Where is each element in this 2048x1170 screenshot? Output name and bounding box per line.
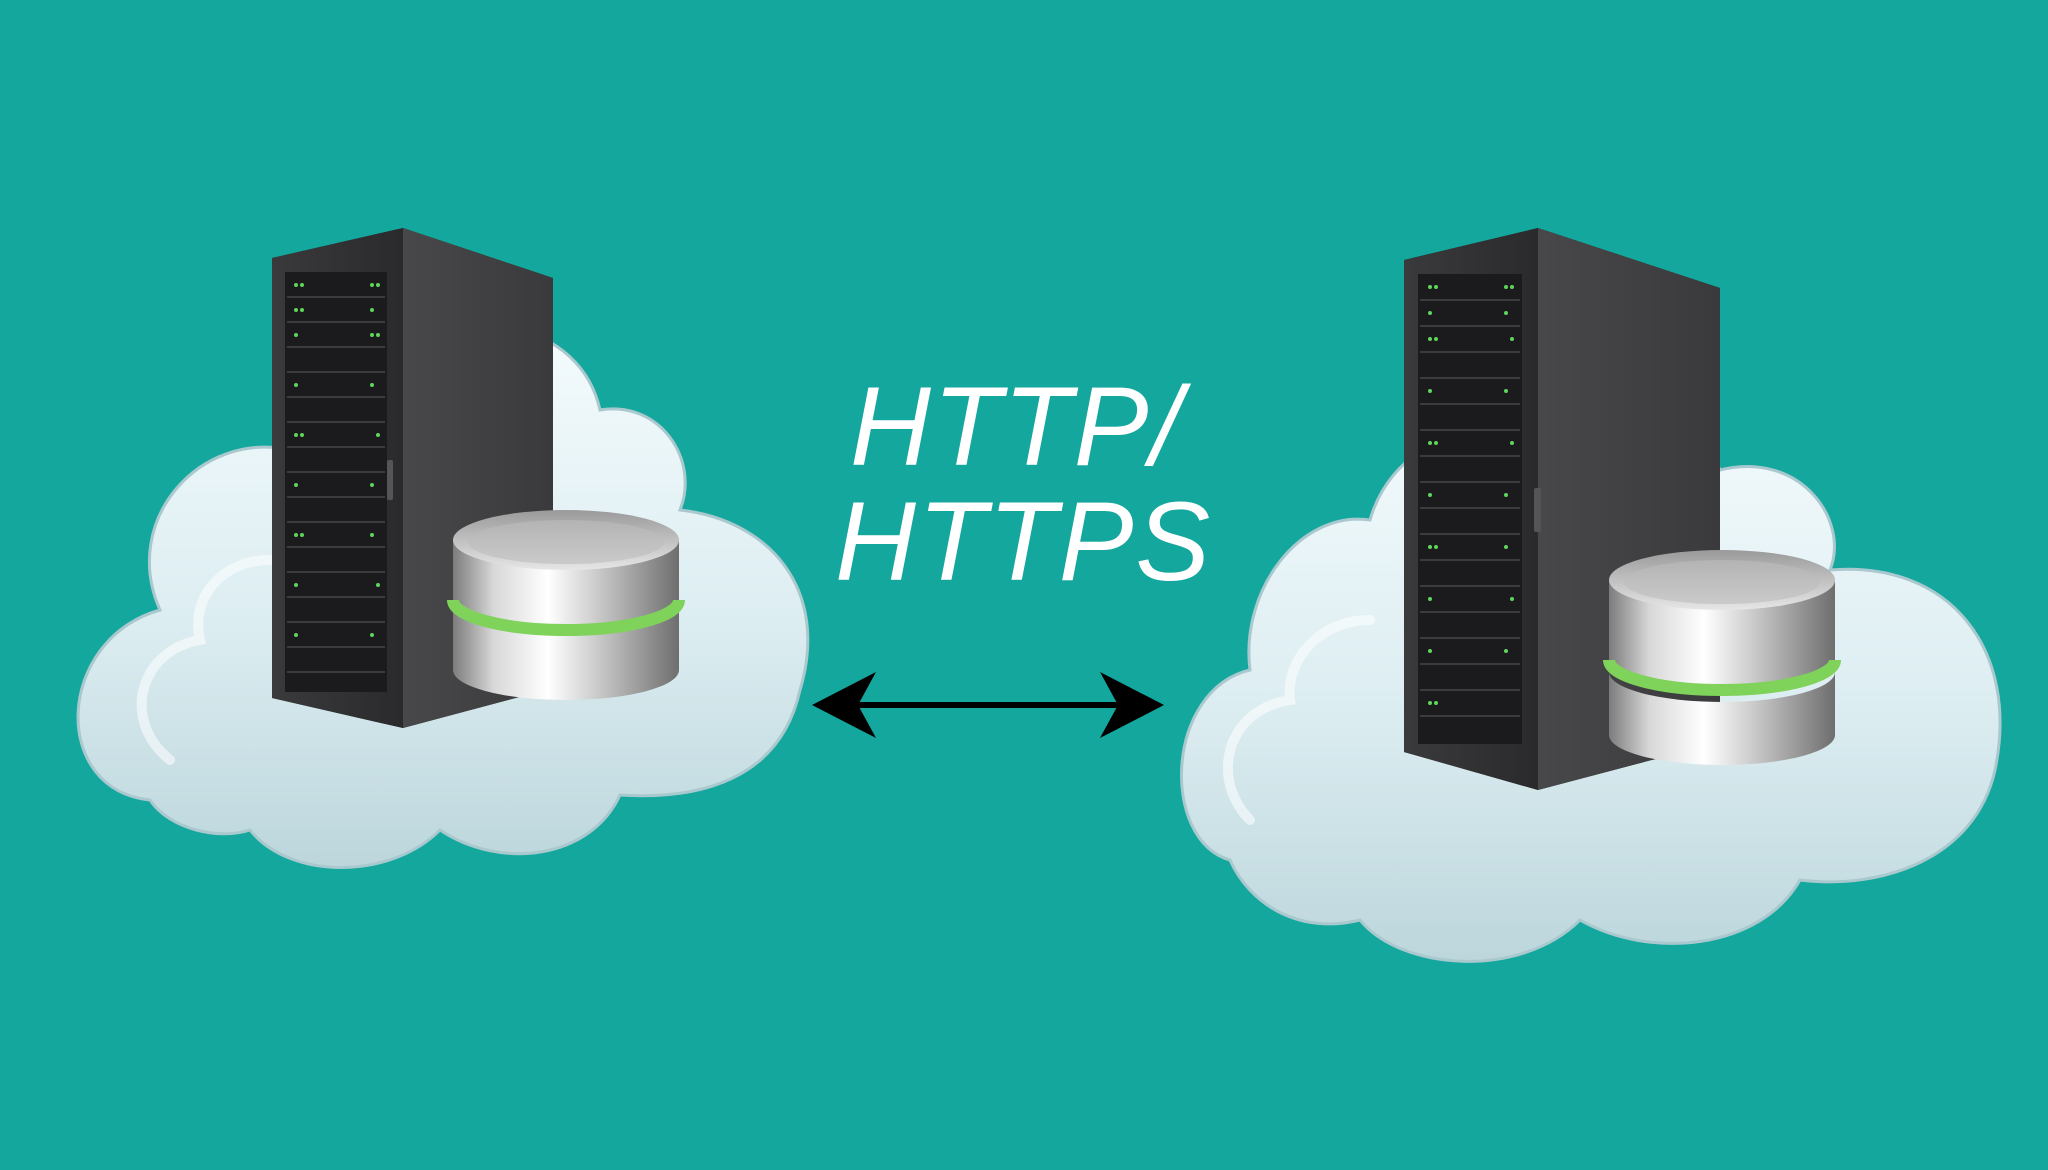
rack-unit-rows	[287, 296, 385, 673]
status-leds	[294, 283, 380, 637]
protocol-label-line1: HTTP/	[850, 364, 1191, 489]
rack-unit-rows	[1420, 299, 1520, 717]
status-leds	[1428, 285, 1514, 705]
database-icon	[447, 510, 685, 700]
protocol-label-line2: HTTPS	[835, 479, 1212, 604]
left-server-cloud	[76, 228, 810, 869]
double-arrow-icon	[812, 672, 1164, 738]
database-icon	[1603, 550, 1841, 765]
right-server-cloud	[1180, 228, 2002, 963]
